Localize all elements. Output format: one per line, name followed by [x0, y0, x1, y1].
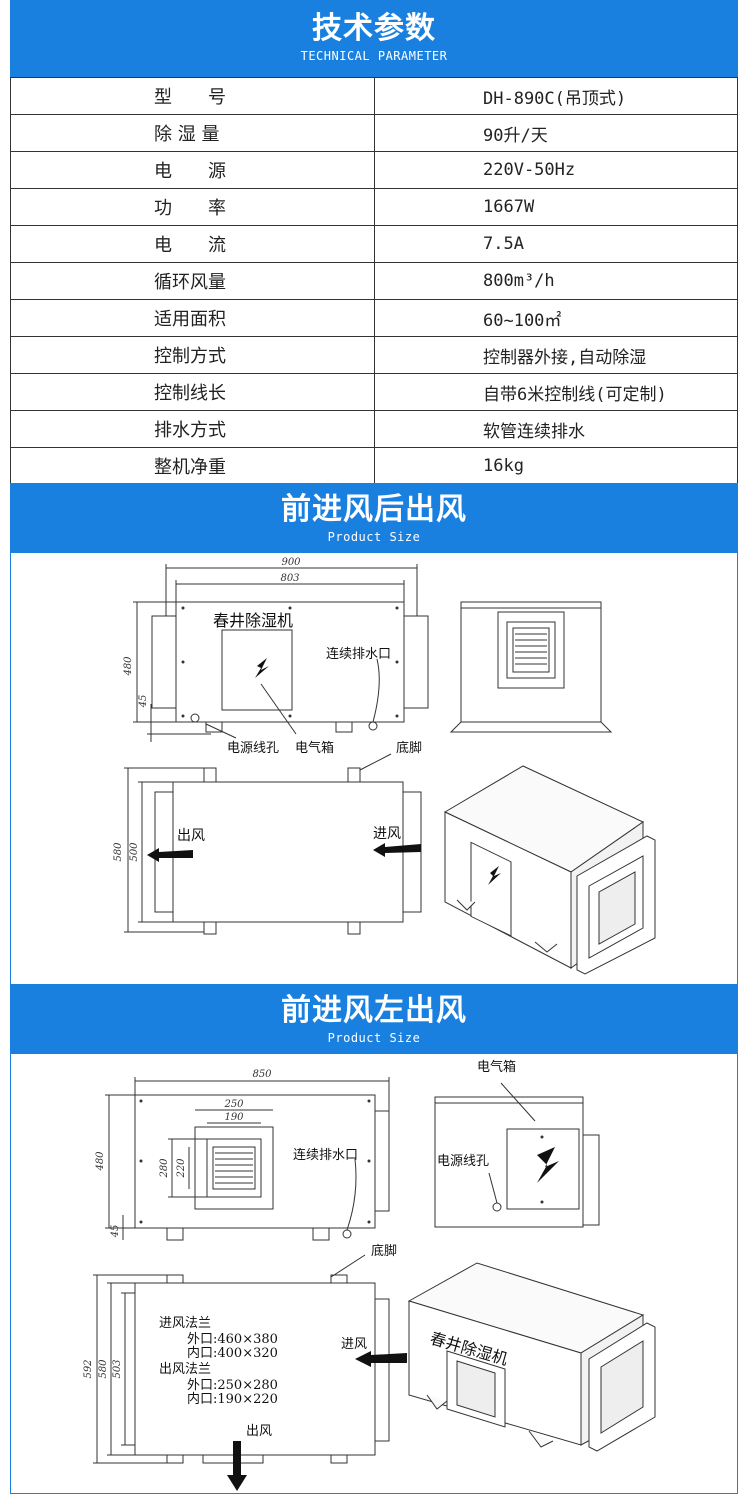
spec-row: 控制线长自带6米控制线(可定制) [10, 373, 738, 411]
spec-value: 90升/天 [374, 114, 738, 152]
spec-key: 电 流 [10, 225, 375, 263]
spec-key: 整机净重 [10, 447, 375, 485]
rear-outlet-drawings: 900 803 480 45 580 500 春井除湿机 连续排水口 电源线孔 … [11, 554, 737, 984]
outlet-flange-outer: 外口:250×280 [187, 1378, 278, 1393]
spec-value: DH-890C(吊顶式) [374, 77, 738, 115]
left-outlet-drawing-frame [10, 1054, 738, 1494]
dim-480: 480 [95, 1151, 106, 1172]
iso-logo-icon [488, 866, 501, 885]
dim-580: 580 [113, 842, 124, 862]
inlet-label: 进风 [373, 826, 401, 842]
side-logo-icon [537, 1147, 559, 1183]
spec-key: 电 源 [10, 151, 375, 189]
inlet-flange-inner: 内口:400×320 [187, 1345, 278, 1361]
foot-label: 底脚 [396, 740, 422, 756]
brand-label: 春井除湿机 [213, 611, 293, 630]
outlet-arrow-icon [227, 1441, 247, 1491]
dim-503: 503 [112, 1359, 123, 1378]
spec-key: 控制方式 [10, 336, 375, 374]
technical-parameter-banner: 技术参数 TECHNICAL PARAMETER [10, 0, 738, 77]
electric-box-panel [221, 629, 293, 711]
foot-label: 底脚 [371, 1243, 397, 1259]
dim-850: 850 [252, 1069, 272, 1080]
section-title: 前进风后出风 [281, 492, 467, 527]
drain-label: 连续排水口 [326, 646, 391, 662]
section-title: 前进风左出风 [281, 993, 467, 1028]
inlet-arrow-icon [355, 1351, 407, 1367]
dim-480: 480 [123, 656, 134, 677]
spec-key: 功 率 [10, 188, 375, 226]
dim-900: 900 [281, 557, 301, 568]
left-outlet-svg: 850 250 190 480 280 220 45 592 580 503 电… [83, 1059, 656, 1491]
dim-190: 190 [224, 1112, 244, 1123]
dim-500: 500 [129, 842, 140, 862]
inlet-arrow-icon [373, 843, 421, 857]
spec-key: 适用面积 [10, 299, 375, 337]
spec-value: 16kg [374, 447, 738, 485]
dim-220: 220 [176, 1158, 187, 1179]
dim-45: 45 [110, 1225, 121, 1239]
brand-logo-icon [255, 658, 269, 678]
spec-key: 控制线长 [10, 373, 375, 411]
top-view-body [172, 781, 404, 923]
section-subtitle: TECHNICAL PARAMETER [300, 49, 448, 63]
electric-box-label: 电气箱 [295, 740, 334, 756]
outlet-label: 出风 [177, 828, 205, 844]
spec-key: 排水方式 [10, 410, 375, 448]
dim-592: 592 [83, 1359, 94, 1378]
section-subtitle: Product Size [327, 1031, 421, 1045]
spec-value: 7.5A [374, 225, 738, 263]
outlet-flange-title: 出风法兰 [159, 1362, 211, 1377]
spec-value: 自带6米控制线(可定制) [374, 373, 738, 411]
spec-value: 220V-50Hz [374, 151, 738, 189]
dim-280: 280 [159, 1158, 170, 1179]
dim-250: 250 [223, 1099, 244, 1110]
flange-spec-block: 进风法兰 外口:460×380 内口:400×320 出风法兰 外口:250×2… [159, 1316, 278, 1407]
spec-value: 60~100㎡ [374, 299, 738, 337]
left-outlet-banner: 前进风左出风 Product Size [10, 984, 738, 1054]
drain-label: 连续排水口 [293, 1147, 358, 1163]
rear-outlet-svg: 900 803 480 45 580 500 春井除湿机 连续排水口 电源线孔 … [113, 557, 656, 975]
section-title: 技术参数 [312, 11, 436, 46]
spec-row: 控制方式控制器外接,自动除湿 [10, 336, 738, 374]
power-hole-label: 电源线孔 [437, 1154, 489, 1169]
outlet-arrow-icon [147, 848, 193, 862]
power-hole-label: 电源线孔 [227, 741, 279, 756]
spec-value: 软管连续排水 [374, 410, 738, 448]
side-electric-box [506, 1128, 580, 1210]
dim-803: 803 [280, 573, 299, 584]
spec-key: 循环风量 [10, 262, 375, 300]
spec-key: 型 号 [10, 77, 375, 115]
spec-value: 800m³/h [374, 262, 738, 300]
inlet-flange-frame [194, 1126, 274, 1210]
section-subtitle: Product Size [327, 530, 421, 544]
left-outlet-drawings: 850 250 190 480 280 220 45 592 580 503 电… [11, 1055, 737, 1493]
dim-580: 580 [98, 1359, 109, 1379]
spec-key: 除 湿 量 [10, 114, 375, 152]
inlet-flange-title: 进风法兰 [159, 1316, 211, 1331]
outlet-flange-inner: 内口:190×220 [187, 1391, 278, 1407]
dim-45: 45 [138, 695, 149, 709]
side-view-body [460, 601, 602, 723]
inlet-flange-outer: 外口:460×380 [187, 1332, 278, 1347]
rear-outlet-banner: 前进风后出风 Product Size [10, 483, 738, 553]
spec-value: 控制器外接,自动除湿 [374, 336, 738, 374]
spec-row: 排水方式软管连续排水 [10, 410, 738, 448]
inlet-label: 进风 [341, 1337, 367, 1352]
outlet-label: 出风 [246, 1424, 272, 1439]
spec-value: 1667W [374, 188, 738, 226]
electric-box-label: 电气箱 [477, 1059, 516, 1075]
